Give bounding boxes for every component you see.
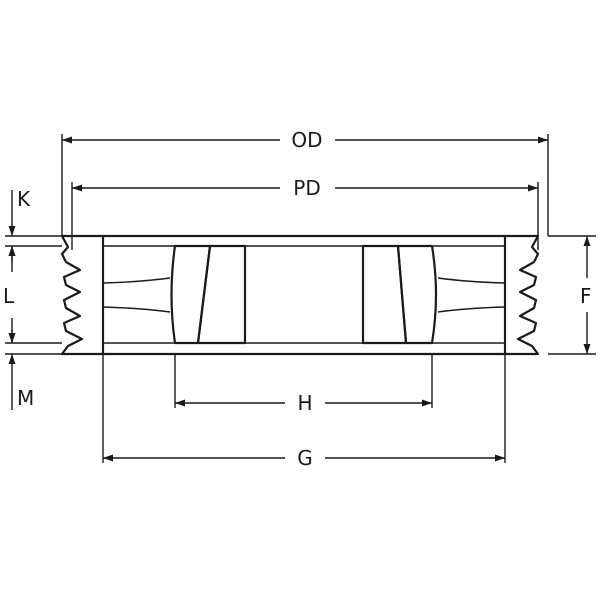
web-outline — [102, 234, 506, 356]
dimension-g: G — [103, 446, 505, 470]
m-label: M — [17, 386, 34, 410]
dimension-h: H — [175, 391, 432, 415]
left-hub-section — [170, 244, 247, 345]
h-label: H — [297, 391, 312, 415]
dimension-od: OD — [62, 128, 548, 152]
dimension-f: F — [580, 236, 592, 354]
right-rim-section — [503, 234, 540, 356]
g-label: G — [297, 446, 313, 470]
k-label: K — [17, 187, 31, 211]
left-rim-section — [60, 234, 105, 356]
od-label: OD — [291, 128, 322, 152]
pulley-body — [60, 234, 540, 356]
right-hub-section — [361, 244, 438, 345]
dimension-k: K — [8, 187, 31, 262]
f-label: F — [580, 284, 592, 308]
dimension-pd: PD — [72, 176, 538, 200]
dimension-l: L — [3, 246, 16, 343]
pd-label: PD — [293, 176, 320, 200]
l-label: L — [3, 284, 15, 308]
dimension-m: M — [8, 330, 34, 410]
